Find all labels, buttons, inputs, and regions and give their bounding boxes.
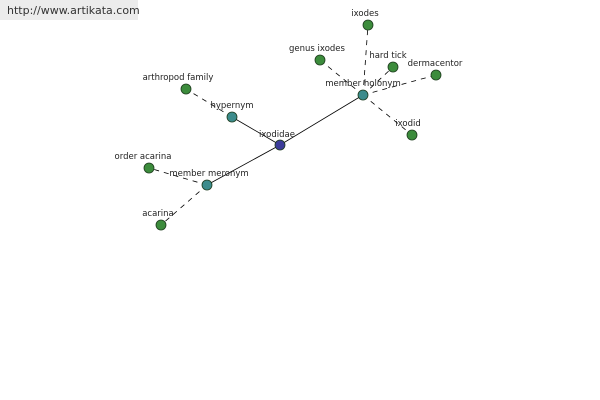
label-member-meronym[interactable]: member meronym	[169, 169, 248, 179]
node-acarina[interactable]	[155, 219, 167, 231]
node-genus-ixodes[interactable]	[314, 54, 326, 66]
node-order-acarina[interactable]	[143, 162, 155, 174]
edge-member-holonym-ixodes	[362, 24, 369, 96]
node-ixodidae[interactable]	[274, 139, 286, 151]
node-dermacentor[interactable]	[430, 69, 442, 81]
label-ixodid[interactable]: ixodid	[395, 119, 420, 129]
node-hypernym[interactable]	[226, 111, 238, 123]
node-arthropod-family[interactable]	[180, 83, 192, 95]
node-ixodes[interactable]	[362, 19, 374, 31]
node-hard-tick[interactable]	[387, 61, 399, 73]
node-member-meronym[interactable]	[201, 179, 213, 191]
label-hypernym[interactable]: hypernym	[210, 101, 253, 111]
node-ixodid[interactable]	[406, 129, 418, 141]
source-url-link[interactable]: http://www.artikata.com	[7, 4, 140, 17]
label-order-acarina[interactable]: order acarina	[115, 152, 172, 162]
edge-ixodidae-hypernym	[231, 116, 281, 146]
url-banner: http://www.artikata.com	[0, 0, 140, 20]
edge-hypernym-arthropod-family	[185, 88, 233, 118]
label-member-holonym[interactable]: member holonym	[325, 79, 400, 89]
edge-ixodidae-member-meronym	[206, 144, 281, 186]
label-acarina[interactable]: acarina	[142, 209, 174, 219]
edge-member-meronym-order-acarina	[148, 167, 208, 186]
node-member-holonym[interactable]	[357, 89, 369, 101]
graph-edges	[148, 24, 437, 226]
label-hard-tick[interactable]: hard tick	[369, 51, 406, 61]
label-dermacentor[interactable]: dermacentor	[408, 59, 463, 69]
edge-member-holonym-dermacentor	[362, 74, 437, 96]
graph-nodes	[143, 19, 442, 231]
graph-labels: arthropod family ixodes genus ixodes hard t…	[115, 9, 463, 219]
label-ixodes[interactable]: ixodes	[351, 9, 379, 19]
edge-member-holonym-hard-tick	[362, 66, 394, 96]
edge-ixodidae-member-holonym	[279, 94, 364, 146]
edge-member-holonym-genus-ixodes	[319, 59, 364, 96]
edge-member-holonym-ixodid	[362, 94, 413, 136]
label-genus-ixodes[interactable]: genus ixodes	[289, 44, 345, 54]
label-ixodidae[interactable]: ixodidae	[259, 130, 295, 140]
label-arthropod-family[interactable]: arthropod family	[143, 73, 214, 83]
edge-member-meronym-acarina	[160, 184, 208, 226]
